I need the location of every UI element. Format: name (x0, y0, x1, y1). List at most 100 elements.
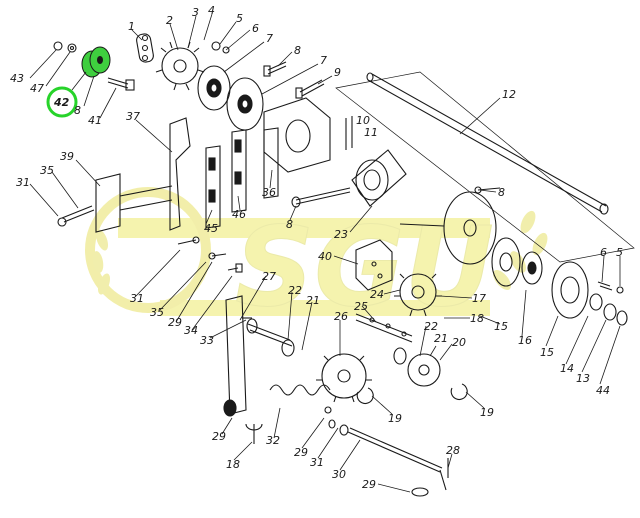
label-part-40: 40 (318, 250, 332, 263)
label-part-8-right: 8 (498, 186, 505, 199)
label-part-31-rod: 31 (310, 456, 324, 469)
label-part-14: 14 (560, 362, 574, 375)
label-part-19: 19 (388, 412, 402, 425)
bracket-part (169, 117, 279, 231)
disc-part (226, 77, 264, 131)
label-part-36: 36 (262, 186, 276, 199)
circlip-part (356, 383, 468, 405)
label-part-30: 30 (332, 468, 346, 481)
label-part-16: 16 (518, 334, 532, 347)
label-part-10: 10 (356, 114, 370, 127)
pull-rod-part (328, 419, 449, 497)
label-part-35-mid: 35 (150, 306, 164, 319)
label-part-29-rod: 29 (294, 446, 308, 459)
spring-part (269, 384, 332, 414)
label-part-17: 17 (472, 292, 486, 305)
label-part-6: 6 (252, 22, 259, 35)
label-part-25: 25 (354, 300, 368, 313)
label-part-22-right: 22 (424, 320, 438, 333)
watermark-text: SGU (235, 203, 494, 331)
part-labels: 1 2 3 4 5 6 7 8 7 9 10 11 12 43 47 8 41 … (10, 4, 623, 491)
leader-lines (29, 13, 621, 493)
sprocket-part (394, 273, 442, 317)
label-part-21-right: 21 (434, 332, 448, 345)
label-part-28: 28 (446, 444, 460, 457)
label-part-31-mid: 31 (130, 292, 144, 305)
label-part-9: 9 (334, 66, 341, 79)
label-part-19-right: 19 (480, 406, 494, 419)
mount-bracket-part (57, 173, 173, 233)
label-part-21: 21 (306, 294, 320, 307)
label-part-44: 44 (596, 384, 610, 397)
label-part-4: 4 (208, 4, 215, 17)
label-part-1: 1 (128, 20, 135, 33)
label-part-18-lower: 18 (226, 458, 240, 471)
idler-sprocket-part (393, 347, 441, 387)
highlighted-pulley-part[interactable] (81, 46, 111, 78)
label-part-13: 13 (576, 372, 590, 385)
label-part-5: 5 (236, 12, 243, 25)
label-part-15: 15 (494, 320, 508, 333)
large-sprocket-part (316, 353, 372, 403)
label-part-8-mid: 8 (286, 218, 293, 231)
highlight-label[interactable]: 42 (53, 96, 70, 109)
label-part-8: 8 (294, 44, 301, 57)
wheat-ear-icon-left (92, 229, 111, 295)
label-part-20: 20 (452, 336, 466, 349)
chain-link-part (136, 33, 154, 63)
label-part-47: 47 (30, 82, 44, 95)
label-part-45: 45 (204, 222, 218, 235)
watermark: SGU (85, 187, 548, 332)
watermark-band (118, 218, 490, 238)
label-part-32: 32 (266, 434, 280, 447)
label-part-22: 22 (288, 284, 302, 297)
label-part-29-lower: 29 (212, 430, 226, 443)
label-part-43: 43 (10, 72, 24, 85)
pulley-part (197, 65, 231, 111)
label-part-39: 39 (60, 150, 74, 163)
label-part-31: 31 (16, 176, 30, 189)
label-part-7: 7 (266, 32, 273, 45)
highlight-circle[interactable] (46, 86, 78, 118)
label-part-8-left: 8 (74, 104, 81, 117)
label-part-37: 37 (126, 110, 140, 123)
label-part-41: 41 (88, 114, 102, 127)
flange-disc-part (399, 186, 501, 265)
bearing-flange-part (491, 237, 628, 326)
shaft-part (335, 71, 635, 263)
label-part-15-right: 15 (540, 346, 554, 359)
label-part-7-lower: 7 (320, 54, 327, 67)
chain-part (355, 313, 413, 343)
label-part-6-right: 6 (600, 246, 607, 259)
label-part-46: 46 (232, 208, 246, 221)
washer-part (53, 41, 230, 91)
label-part-27: 27 (262, 270, 276, 283)
parts-linework (53, 33, 635, 497)
label-part-18: 18 (470, 312, 484, 325)
label-part-12: 12 (502, 88, 516, 101)
label-part-35: 35 (40, 164, 54, 177)
label-part-24: 24 (370, 288, 384, 301)
lever-arm-part (223, 295, 295, 417)
wheat-ear-icon (493, 210, 548, 290)
label-part-11: 11 (364, 126, 378, 139)
bolt-set-part (177, 236, 252, 319)
bolt-part (263, 61, 325, 99)
label-part-33: 33 (200, 334, 214, 347)
small-sprocket-part (155, 41, 205, 91)
label-part-29: 29 (168, 316, 182, 329)
label-part-3: 3 (192, 6, 199, 19)
bearing-plate-part (263, 97, 353, 173)
watermark-ring (85, 187, 211, 313)
hub-part (291, 149, 407, 208)
label-part-34: 34 (184, 324, 198, 337)
angle-bracket-part (355, 239, 393, 291)
pin-part (245, 423, 263, 444)
label-part-5-right: 5 (616, 246, 623, 259)
label-part-26: 26 (334, 310, 348, 323)
label-part-2: 2 (166, 14, 173, 27)
label-part-29-bottom: 29 (362, 478, 376, 491)
label-part-23: 23 (334, 228, 348, 241)
